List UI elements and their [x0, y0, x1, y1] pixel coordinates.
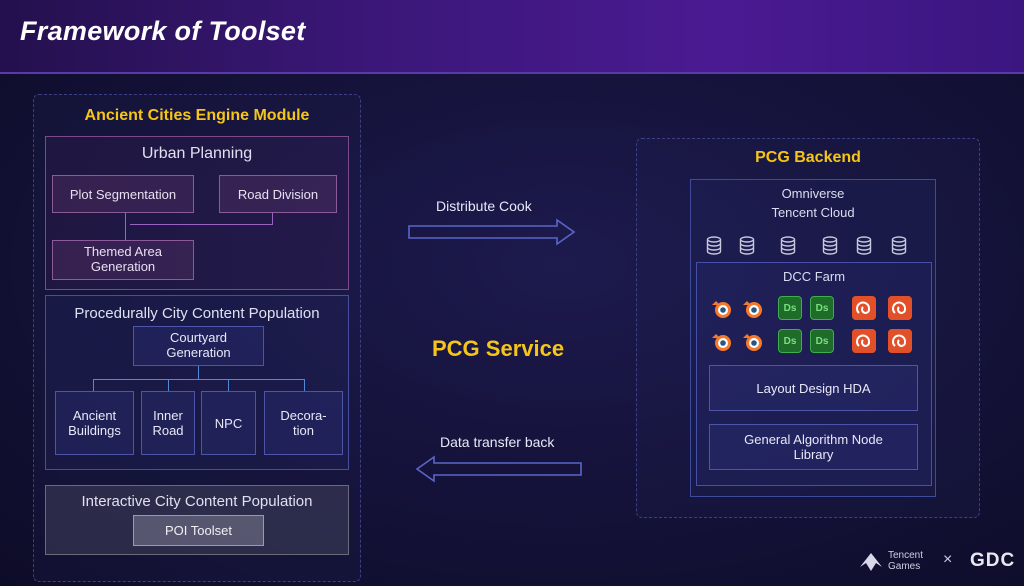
houdini-icon	[888, 329, 912, 353]
road-division-node: Road Division	[219, 175, 337, 213]
algorithm-library-node: General Algorithm Node Library	[709, 424, 918, 470]
distribute-cook-label: Distribute Cook	[436, 198, 532, 214]
layout-hda-node: Layout Design HDA	[709, 365, 918, 411]
themed-area-node: Themed Area Generation	[52, 240, 194, 280]
interactive-title: Interactive City Content Population	[81, 493, 313, 510]
connector-plot-down	[125, 213, 126, 240]
houdini-icon	[888, 296, 912, 320]
connector-drop-3	[228, 379, 229, 391]
themed-area-line1: Themed Area	[83, 244, 163, 259]
logo-separator: ×	[943, 551, 953, 568]
connector-road-down	[272, 213, 273, 225]
connector-drop-2	[168, 379, 169, 391]
urban-planning-title: Urban Planning	[141, 145, 253, 162]
page-title: Framework of Toolset	[20, 16, 306, 46]
tencent-games-logo-icon	[860, 553, 882, 571]
courtyard-line1: Courtyard	[169, 330, 228, 345]
dcc-farm-title: DCC Farm	[782, 269, 846, 284]
daz-studio-icon: Ds	[778, 296, 802, 320]
engine-module-title: Ancient Cities Engine Module	[84, 107, 310, 124]
courtyard-line2: Generation	[166, 345, 231, 360]
daz-studio-icon: Ds	[778, 329, 802, 353]
database-icon	[706, 236, 722, 255]
connector-drop-4	[304, 379, 305, 391]
courtyard-node: Courtyard Generation	[133, 326, 264, 366]
connector-courtyard-down	[198, 366, 199, 379]
pcg-service-label: PCG Service	[432, 336, 565, 361]
tencent-games-text-1: Tencent	[888, 550, 924, 561]
npc-label: NPC	[214, 415, 243, 431]
tencent-games-text-2: Games	[888, 561, 921, 572]
connector-road-left	[130, 224, 273, 225]
ancient-buildings-node: Ancient Buildings	[55, 391, 134, 455]
pcg-backend-panel: PCG Backend	[636, 138, 980, 518]
data-transfer-label: Data transfer back	[440, 434, 555, 450]
blender-icon	[712, 334, 731, 351]
decoration-node: Decora- tion	[264, 391, 343, 455]
daz-studio-icon: Ds	[810, 329, 834, 353]
database-icon	[856, 236, 872, 255]
decoration-line1: Decora-	[280, 408, 327, 423]
database-icon	[891, 236, 907, 255]
urban-planning-section: Urban Planning	[45, 136, 349, 290]
ancient-buildings-line1: Ancient	[72, 408, 117, 423]
houdini-icon	[852, 329, 876, 353]
pcg-backend-title: PCG Backend	[755, 149, 861, 166]
ancient-buildings-line2: Buildings	[68, 423, 121, 438]
poi-toolset-node: POI Toolset	[133, 515, 264, 546]
database-icon	[739, 236, 755, 255]
plot-segmentation-node: Plot Segmentation	[52, 175, 194, 213]
houdini-icon	[852, 296, 876, 320]
inner-road-line2: Road	[152, 423, 184, 438]
gdc-logo: GDC	[970, 550, 1016, 571]
daz-studio-icon: Ds	[810, 296, 834, 320]
inner-road-node: Inner Road	[141, 391, 195, 455]
connector-bus	[93, 379, 305, 380]
themed-area-line2: Generation	[90, 259, 156, 274]
connector-drop-1	[93, 379, 94, 391]
blender-icon	[712, 301, 731, 318]
inner-road-line1: Inner	[153, 408, 183, 423]
left-arrow-icon	[415, 455, 582, 483]
blender-icon	[743, 301, 762, 318]
right-arrow-icon	[408, 218, 576, 246]
npc-node: NPC	[201, 391, 256, 455]
algorithm-library-line1: General Algorithm Node	[744, 432, 883, 447]
procedural-section: Procedurally City Content Population	[45, 295, 349, 470]
algorithm-library-line2: Library	[793, 447, 834, 462]
cloud-line2: Tencent Cloud	[771, 205, 855, 220]
decoration-line2: tion	[293, 423, 314, 438]
blender-icon	[743, 334, 762, 351]
procedural-title: Procedurally City Content Population	[74, 305, 320, 322]
database-icon	[780, 236, 796, 255]
cloud-line1: Omniverse	[781, 186, 845, 201]
title-banner: Framework of Toolset	[0, 0, 1024, 74]
database-icon	[822, 236, 838, 255]
